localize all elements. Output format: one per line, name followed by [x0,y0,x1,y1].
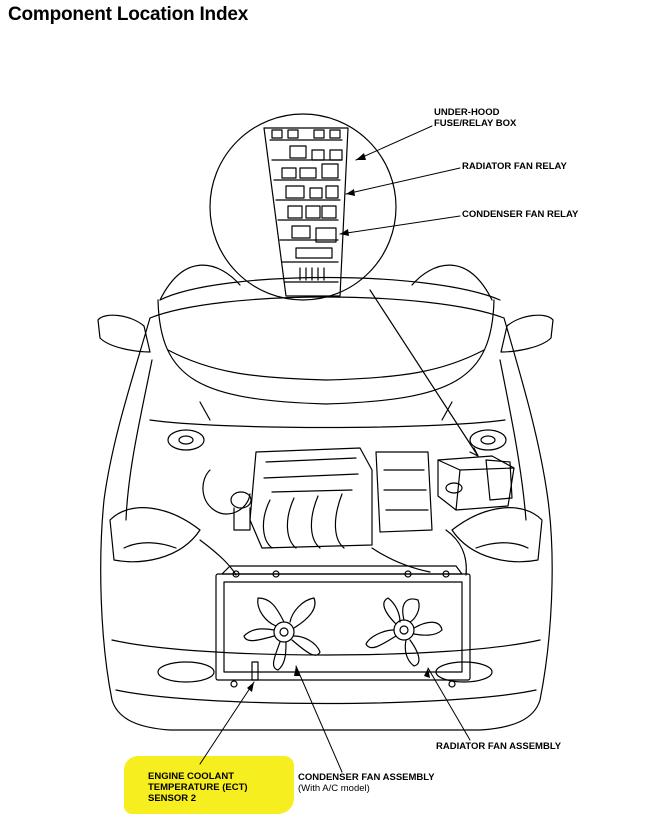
label-under-hood-fuse-relay-box: UNDER-HOOD FUSE/RELAY BOX [434,107,516,129]
car-body [100,276,553,731]
label-radiator-fan-assembly: RADIATOR FAN ASSEMBLY [436,741,562,752]
label-condenser-fan-assembly: CONDENSER FAN ASSEMBLY (With A/C model) [298,772,435,794]
label-condenser-fan-relay: CONDENSER FAN RELAY [462,209,579,220]
page-title: Component Location Index [8,4,249,25]
label-line: FUSE/RELAY BOX [434,118,517,129]
side-mirrors [97,314,554,353]
label-line: SENSOR 2 [148,793,197,804]
label-ect-sensor-2: ENGINE COOLANT TEMPERATURE (ECT) SENSOR … [148,771,248,804]
ect-highlight-marker [124,756,294,814]
label-line: TEMPERATURE (ECT) [148,782,248,793]
leader-arrowheads [247,153,430,692]
label-line: UNDER-HOOD [434,107,500,118]
leader-lines [199,125,471,773]
label-line: (With A/C model) [298,783,370,794]
label-line: CONDENSER FAN ASSEMBLY [298,772,435,783]
radiator-assembly [215,565,471,688]
condenser-fan [243,597,321,671]
open-hood [157,264,495,421]
fuse-box-detail-callout [209,113,479,457]
label-radiator-fan-relay: RADIATOR FAN RELAY [462,161,567,172]
engine-bay [149,419,515,576]
radiator-fan [365,597,443,667]
label-line: ENGINE COOLANT [148,771,235,782]
